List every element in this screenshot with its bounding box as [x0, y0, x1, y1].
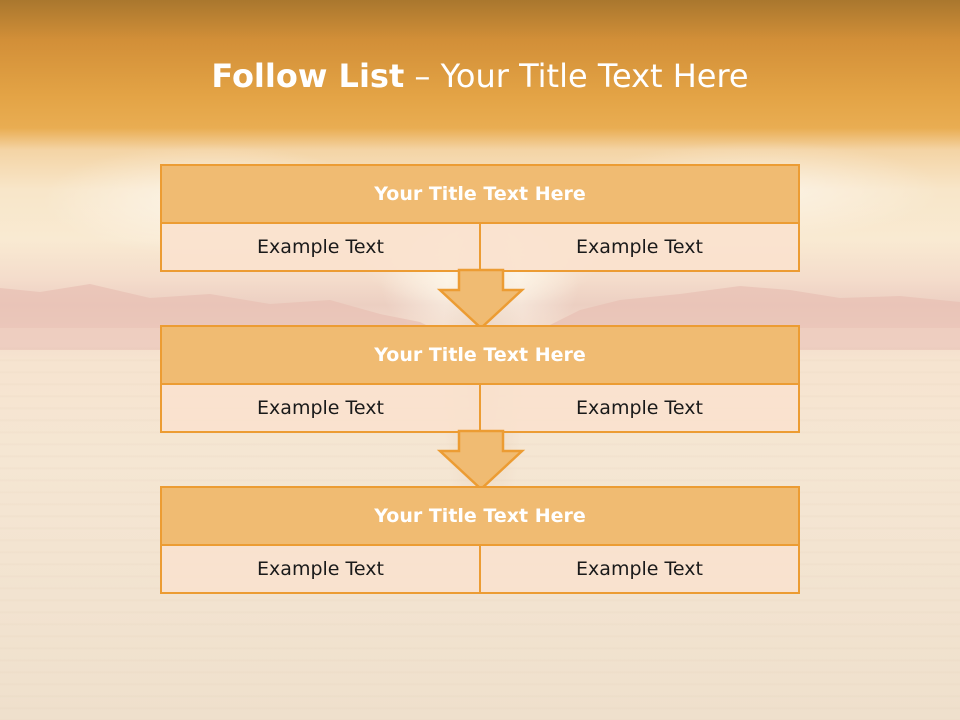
step-cell-right: Example Text — [479, 385, 798, 431]
step-cell-right: Example Text — [479, 546, 798, 592]
step-cell-left: Example Text — [257, 236, 384, 258]
step-row: Example Text Example Text — [162, 546, 798, 592]
step-row: Example Text Example Text — [162, 224, 798, 270]
step-cell-left: Example Text — [257, 558, 384, 580]
step-cell-left: Example Text — [257, 397, 384, 419]
step-cell-right: Example Text — [479, 224, 798, 270]
step-row: Example Text Example Text — [162, 385, 798, 431]
step-title: Your Title Text Here — [162, 166, 798, 224]
page-title-bold: Follow List — [211, 57, 405, 95]
step-block: Your Title Text Here Example Text Exampl… — [160, 164, 800, 272]
step-block: Your Title Text Here Example Text Exampl… — [160, 486, 800, 594]
page-title: Follow List – Your Title Text Here — [0, 52, 960, 100]
down-arrow-icon — [436, 429, 526, 491]
step-title: Your Title Text Here — [162, 488, 798, 546]
step-block: Your Title Text Here Example Text Exampl… — [160, 325, 800, 433]
step-title: Your Title Text Here — [162, 327, 798, 385]
down-arrow-icon — [436, 268, 526, 330]
page-title-rest: – Your Title Text Here — [404, 57, 749, 95]
